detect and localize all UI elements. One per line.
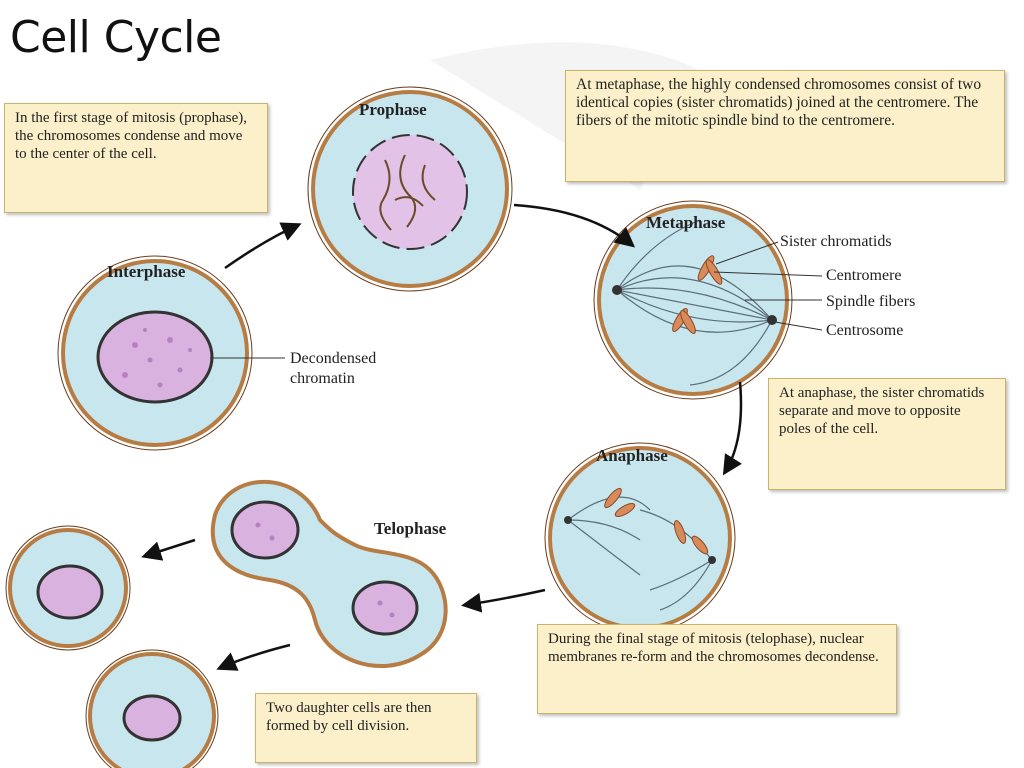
- prophase-cell: [307, 86, 513, 292]
- arrow-prophase-to-metaphase: [513, 203, 636, 248]
- interphase-cell: [57, 255, 285, 451]
- metaphase-cell: [593, 200, 823, 400]
- prophase-note: In the first stage of mitosis (prophase)…: [4, 103, 268, 213]
- arrow-anaphase-to-telophase: [461, 588, 546, 613]
- centromere-label: Centromere: [826, 267, 902, 284]
- centrosome-right: [767, 315, 777, 325]
- decondensed-chromatin-label: Decondensed chromatin: [290, 350, 377, 387]
- arrow-interphase-to-prophase: [224, 222, 302, 270]
- anaphase-label: Anaphase: [596, 446, 668, 465]
- daughter-cell-top: [5, 525, 131, 651]
- centrosome-left: [612, 285, 622, 295]
- telophase-cell: [210, 479, 448, 669]
- interphase-nucleus: [96, 310, 214, 404]
- spindle-fibers-label: Spindle fibers: [826, 293, 916, 310]
- prophase-nucleus: [352, 134, 468, 250]
- arrow-metaphase-to-anaphase: [722, 381, 743, 476]
- interphase-label: Interphase: [107, 262, 186, 281]
- metaphase-note: At metaphase, the highly condensed chrom…: [565, 70, 1005, 182]
- sister-chromatids-label: Sister chromatids: [780, 233, 892, 250]
- metaphase-label: Metaphase: [646, 213, 726, 232]
- anaphase-cell: [544, 442, 736, 634]
- anaphase-note: At anaphase, the sister chromatids separ…: [768, 378, 1006, 490]
- daughter-cells-note: Two daughter cells are then formed by ce…: [255, 693, 477, 763]
- centrosome-label: Centrosome: [826, 322, 904, 339]
- telophase-label: Telophase: [374, 519, 447, 538]
- arrow-telophase-to-daughter-top: [141, 538, 196, 561]
- prophase-label: Prophase: [359, 100, 427, 119]
- cycle-arrows: [141, 203, 743, 671]
- telophase-note: During the final stage of mitosis (telop…: [537, 624, 897, 714]
- arrow-telophase-to-daughter-bottom: [216, 643, 291, 671]
- slide-title: Cell Cycle: [10, 12, 222, 63]
- daughter-cell-bottom: [85, 649, 219, 768]
